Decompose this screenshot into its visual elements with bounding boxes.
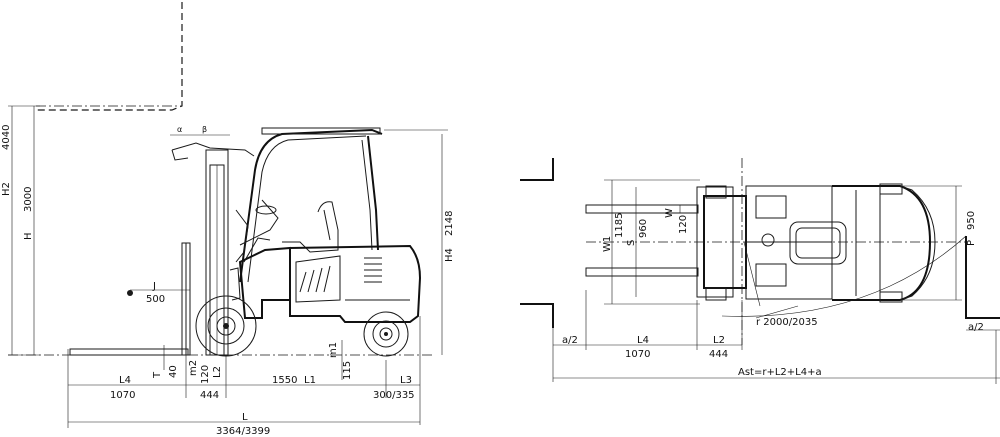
value-h2: 4040	[1, 125, 12, 150]
value-l4: 1070	[110, 390, 135, 401]
label-w: W	[664, 208, 675, 218]
label-r: r 2000/2035	[756, 317, 818, 328]
turning-arc	[721, 235, 967, 317]
top-view: W1 1185 S 960 W 120 P 950 a/2 r 2000/203…	[520, 158, 1000, 384]
value-m1: 115	[342, 361, 353, 380]
label-h4: H4	[444, 248, 455, 262]
overhead-guard	[239, 127, 383, 283]
label-beta: β	[202, 125, 207, 134]
chassis	[229, 244, 422, 323]
label-l2-top: L2	[713, 335, 725, 346]
value-w: 120	[678, 215, 689, 234]
value-j: 500	[146, 294, 165, 305]
label-j: J	[152, 281, 156, 292]
truck-body-top	[696, 183, 936, 303]
label-l4: L4	[119, 375, 131, 386]
side-view: H2 4040 H 3000 α β J 500	[1, 2, 455, 437]
label-m1: m1	[328, 342, 339, 358]
label-t: T	[152, 371, 163, 379]
label-s: S	[626, 240, 637, 246]
aisle-corner-top-left	[520, 158, 554, 181]
label-h2: H2	[1, 182, 12, 196]
label-ast: Ast=r+L2+L4+a	[738, 367, 822, 378]
value-l1: 1550	[272, 375, 297, 386]
label-alpha: α	[177, 125, 182, 134]
value-m2: 120	[200, 365, 211, 384]
front-wheel	[195, 295, 257, 357]
label-a-half-left: a/2	[562, 335, 578, 346]
aisle-corner-bottom-left	[520, 303, 554, 328]
extended-mast-outline	[36, 2, 183, 111]
label-w1: W1	[602, 236, 613, 252]
value-l: 3364/3399	[216, 426, 270, 437]
label-p: P	[966, 240, 977, 246]
label-l2: L2	[212, 366, 223, 378]
label-l4-top: L4	[637, 335, 649, 346]
value-t: 40	[168, 365, 179, 378]
value-s: 960	[638, 219, 649, 238]
value-l4-top: 1070	[625, 349, 650, 360]
top-forks	[585, 204, 699, 277]
value-p: 950	[966, 211, 977, 230]
aisle-corner-right	[965, 236, 1000, 319]
value-w1: 1185	[614, 213, 625, 238]
rear-wheel	[363, 311, 409, 357]
label-l3: L3	[400, 375, 412, 386]
mast: α β	[170, 125, 255, 356]
seat-steering	[235, 199, 339, 263]
label-l1: L1	[304, 375, 316, 386]
value-h4: 2148	[444, 211, 455, 236]
label-a-half-right: a/2	[968, 322, 984, 333]
value-h: 3000	[23, 187, 34, 212]
label-l: L	[242, 412, 248, 423]
value-l2: 444	[200, 390, 219, 401]
label-m2: m2	[188, 360, 199, 376]
value-l2-top: 444	[709, 349, 728, 360]
label-h: H	[23, 232, 34, 240]
value-l3: 300/335	[373, 390, 415, 401]
